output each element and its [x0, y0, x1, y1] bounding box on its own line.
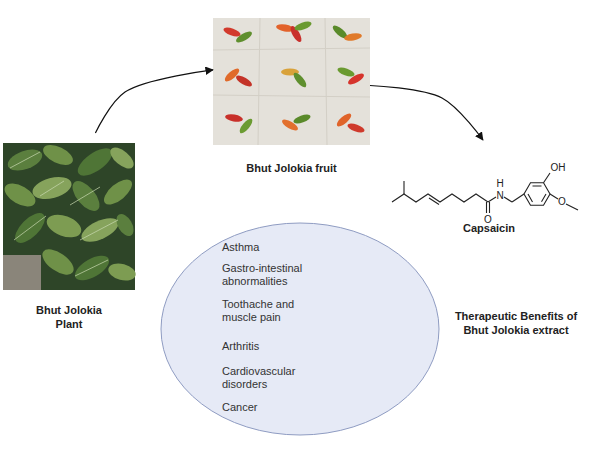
pepper — [225, 113, 244, 123]
methoxy-bond — [566, 204, 578, 210]
leaf — [100, 175, 136, 209]
amide-bond — [504, 197, 512, 202]
leaf — [1, 179, 39, 212]
fruit-node: Bhut Jolokia fruit — [213, 18, 370, 175]
cloth-texture — [213, 18, 370, 145]
ground-patch — [3, 255, 41, 290]
pepper — [292, 71, 309, 89]
pepper — [344, 32, 363, 42]
hydroxyl-bond — [544, 173, 551, 183]
node-caption: Bhut Jolokia Plant — [29, 303, 109, 331]
pepper — [234, 29, 253, 44]
pepper — [346, 122, 365, 135]
pepper — [293, 20, 312, 33]
leaf — [113, 211, 137, 239]
leaf — [106, 261, 137, 284]
pepper — [336, 66, 355, 79]
node-caption: Bhut Jolokia fruit — [246, 161, 336, 175]
carbonyl-bond — [489, 202, 490, 213]
atom-label: O — [558, 196, 566, 207]
pepper — [222, 26, 241, 39]
leaf — [68, 176, 105, 215]
benefit-item: Gastro-intestinal abnormalities — [222, 262, 322, 288]
fruit-photo — [213, 18, 370, 145]
benefit-item: Arthritis — [222, 340, 322, 353]
leaf — [40, 141, 76, 169]
atom-label: N — [496, 190, 503, 201]
benefit-item: Asthma — [222, 241, 322, 254]
atom-label: O — [484, 214, 492, 225]
pepper — [292, 113, 311, 126]
benefit-item: Cardiovascular disorders — [222, 365, 322, 391]
pepper — [238, 117, 255, 135]
atom-label: OH — [551, 162, 566, 173]
benzene-ring — [524, 183, 550, 206]
capsaicin-structure — [392, 173, 578, 213]
pepper — [346, 71, 365, 86]
carbon-chain — [392, 194, 488, 202]
methyl-bond — [403, 181, 404, 194]
atom-label: H — [496, 178, 503, 189]
ellipse-outline — [160, 222, 440, 436]
benefits-ellipse: AsthmaGastro-intestinal abnormalitiesToo… — [160, 222, 440, 436]
leaf — [107, 144, 137, 173]
cloth-background — [213, 18, 370, 145]
curved-arrow — [370, 86, 483, 140]
amide-bond — [488, 197, 496, 202]
leaf — [38, 244, 78, 279]
curved-arrow — [95, 70, 213, 133]
plant-node: Bhut Jolokia Plant — [3, 133, 135, 331]
pepper — [234, 73, 253, 88]
leaf — [44, 210, 85, 241]
section-label: Therapeutic Benefits of Bhut Jolokia ext… — [446, 309, 586, 337]
ellipse-shape — [161, 223, 439, 435]
benefit-item: Cancer — [222, 401, 322, 414]
methylene-bond — [512, 194, 524, 202]
double-bond — [429, 198, 439, 205]
carbonyl-bond — [486, 202, 487, 213]
leaf — [73, 143, 116, 181]
plant-photo — [1, 141, 138, 290]
ring-double-bonds — [528, 186, 546, 202]
leaf-veins — [10, 152, 118, 276]
methoxy-bond — [550, 194, 558, 199]
benefit-item: Toothache and muscle pain — [222, 298, 322, 324]
